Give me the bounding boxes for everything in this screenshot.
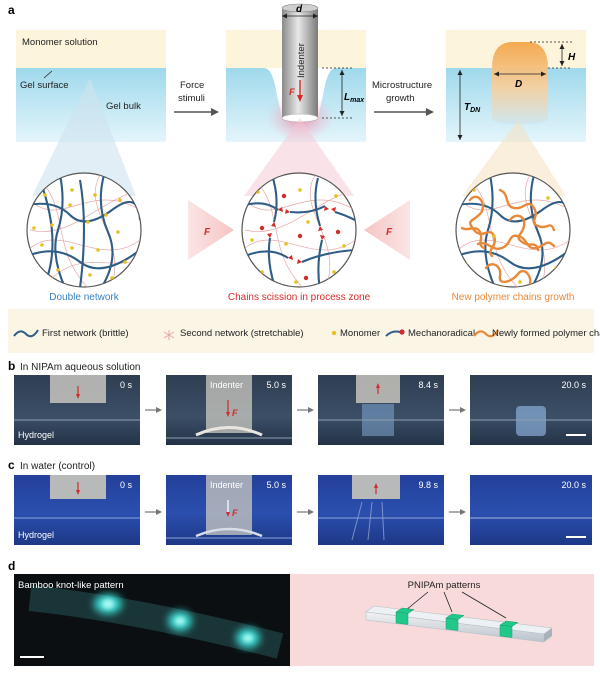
- panel-b-hydrogel-label: Hydrogel: [18, 430, 54, 440]
- panel-b-arrow-3: [449, 407, 466, 413]
- force-stimuli-label-2: stimuli: [178, 93, 205, 104]
- legend-second-network-label: Second network (stretchable): [180, 328, 304, 339]
- chains-scission-caption: Chains scission in process zone: [228, 292, 371, 303]
- force-label-left: F: [204, 227, 211, 238]
- panel-d-scale-bar: [20, 656, 44, 658]
- panel-c-scale-bar: [566, 536, 586, 538]
- bamboo-pattern-label: Bamboo knot-like pattern: [18, 580, 124, 591]
- legend-second-network: Second network (stretchable): [163, 328, 304, 340]
- microstructure-label-2: growth: [386, 93, 415, 104]
- gel-bulk-label: Gel bulk: [106, 101, 141, 112]
- panel-c-time-4: 20.0 s: [561, 480, 586, 490]
- chains-scission-circle: [241, 172, 357, 288]
- panel-c-force-label: F: [232, 508, 238, 518]
- zoom-cone-right: [462, 120, 566, 196]
- panel-b-time-2: 5.0 s: [266, 380, 286, 390]
- panel-b-arrow-2: [297, 407, 314, 413]
- legend-mechanoradical: Mechanoradical: [385, 328, 475, 339]
- force-label-right: F: [386, 227, 393, 238]
- panel-a-letter: a: [8, 3, 15, 17]
- indenter: Indenter: [281, 3, 319, 123]
- panel-d-letter: d: [8, 559, 15, 573]
- panel-c-letter: c: [8, 458, 15, 472]
- gel-block-right: H D TDN: [446, 30, 586, 142]
- legend: First network (brittle) Second network (…: [8, 309, 600, 353]
- panel-b-frame-2: F Indenter 5.0 s: [166, 375, 292, 445]
- gel-surface-label: Gel surface: [20, 80, 69, 91]
- d-label: d: [296, 4, 303, 15]
- indenter-label: Indenter: [296, 43, 307, 78]
- panel-c-frame-3: 9.8 s: [318, 475, 444, 545]
- panel-b-letter: b: [8, 359, 15, 373]
- panel-c-hydrogel-label: Hydrogel: [18, 530, 54, 540]
- panel-b-force-label: F: [232, 408, 238, 418]
- panel-b-time-3: 8.4 s: [418, 380, 438, 390]
- panel-c-title: In water (control): [20, 461, 95, 472]
- legend-monomer-label: Monomer: [340, 328, 380, 339]
- panel-c-time-2: 5.0 s: [266, 480, 286, 490]
- force-label: F: [289, 87, 295, 98]
- panel-b-time-1: 0 s: [120, 380, 133, 390]
- panel-c-frame-4: 20.0 s: [470, 475, 592, 545]
- fan-arrow-left: [188, 200, 234, 260]
- grown-microstructure: [492, 42, 548, 124]
- panel-c-time-3: 9.8 s: [418, 480, 438, 490]
- double-network-caption: Double network: [49, 292, 119, 303]
- gel-surface-pointer: [43, 70, 53, 79]
- panel-c-arrow-2: [297, 509, 314, 515]
- lmax-label: Lmax: [344, 92, 365, 104]
- zoom-cone-left: [32, 78, 136, 196]
- force-stimuli-arrow: Force stimuli: [174, 80, 219, 116]
- legend-first-network-label: First network (brittle): [42, 328, 129, 339]
- pnipam-bands: [395, 607, 519, 638]
- gel-block-middle: Indenter d F Lmax: [226, 3, 366, 142]
- panel-b-frame-3: 8.4 s: [318, 375, 444, 445]
- microstructure-label-1: Microstructure: [372, 80, 432, 91]
- panel-d-schematic: PNIPAm patterns: [290, 574, 594, 666]
- fan-arrow-right: [364, 200, 410, 260]
- panel-c-frame-1: 0 s Hydrogel: [14, 475, 140, 545]
- panel-d-photo: Bamboo knot-like pattern: [14, 574, 290, 666]
- d-width-label: D: [515, 79, 522, 90]
- panel-c-arrow-1: [145, 509, 162, 515]
- panel-b-scale-bar: [566, 434, 586, 436]
- tdn-label: TDN: [464, 102, 481, 114]
- new-chains-caption: New polymer chains growth: [452, 292, 575, 303]
- legend-new-chain: Newly formed polymer chain: [473, 328, 600, 339]
- panel-c-arrow-3: [449, 509, 466, 515]
- pnipam-patterns-label: PNIPAm patterns: [408, 580, 481, 591]
- panel-b-indenter-label: Indenter: [210, 380, 243, 390]
- panel-c-indenter-label: Indenter: [210, 480, 243, 490]
- force-stimuli-label-1: Force: [180, 80, 204, 91]
- legend-monomer: Monomer: [331, 328, 380, 339]
- legend-mechanoradical-label: Mechanoradical: [408, 328, 475, 339]
- double-network-circle: [26, 172, 142, 288]
- panel-b-frame-4: 20.0 s: [470, 375, 592, 445]
- monomer-solution-label: Monomer solution: [22, 37, 98, 48]
- microstructure-growth-arrow: Microstructure growth: [372, 80, 434, 116]
- panel-b-frame-1: 0 s Hydrogel: [14, 375, 140, 445]
- panel-b-arrow-1: [145, 407, 162, 413]
- panel-b-title: In NIPAm aqueous solution: [20, 362, 140, 373]
- panel-c-frame-2: F Indenter 5.0 s: [166, 475, 292, 545]
- legend-new-chain-label: Newly formed polymer chain: [492, 328, 600, 339]
- h-label: H: [568, 52, 576, 63]
- panel-c-time-1: 0 s: [120, 480, 133, 490]
- zoom-cone-middle: [244, 118, 354, 196]
- new-chains-circle: [455, 172, 571, 288]
- legend-first-network: First network (brittle): [13, 328, 129, 339]
- panel-b-time-4: 20.0 s: [561, 380, 586, 390]
